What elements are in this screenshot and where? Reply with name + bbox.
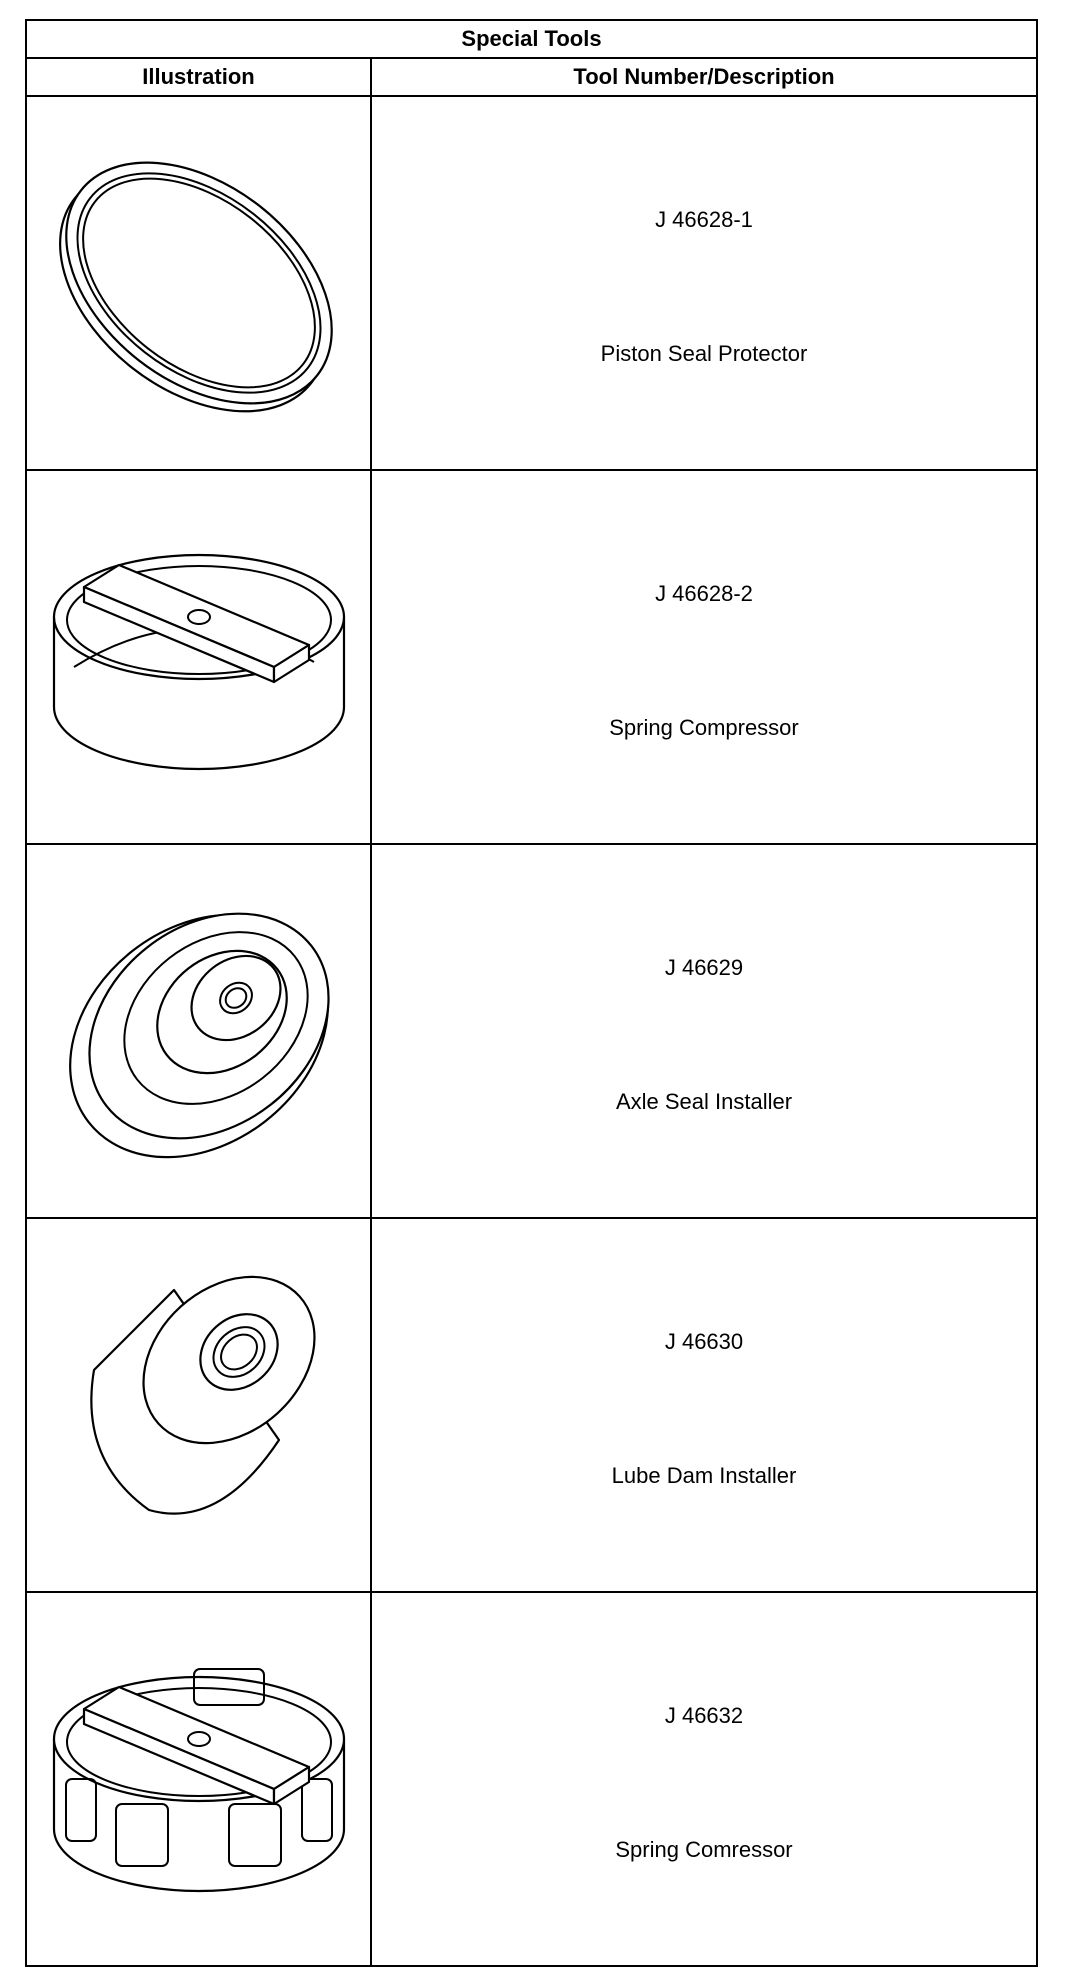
tool-description: Lube Dam Installer [611,1463,797,1488]
special-tools-table: Special Tools Illustration Tool Number/D… [25,19,1038,1967]
table-row: J 46628-1 Piston Seal Protector [25,95,1038,471]
description-cell: J 46630 Lube Dam Installer [370,1217,1038,1593]
illustration-cell [25,1217,372,1593]
tool-number: J 46628-2 [655,581,753,606]
tool-description: Axle Seal Installer [615,1089,793,1114]
tool-number: J 46632 [664,1703,744,1728]
spring-comressor-icon [52,1668,345,1893]
tool-description: Spring Compressor [609,715,799,740]
piston-seal-protector-icon [58,161,333,413]
tool-number: J 46629 [664,955,744,980]
description-cell: J 46632 Spring Comressor [370,1591,1038,1967]
description-cell: J 46628-2 Spring Compressor [370,469,1038,845]
illustration-cell [25,843,372,1219]
tool-description: Piston Seal Protector [600,341,808,366]
table-row: J 46628-2 Spring Compressor [25,469,1038,845]
table-row: J 46629 Axle Seal Installer [25,843,1038,1219]
lube-dam-installer-icon [89,1275,316,1515]
tool-number: J 46630 [664,1329,744,1354]
tool-description: Spring Comressor [615,1837,793,1862]
table-row: J 46630 Lube Dam Installer [25,1217,1038,1593]
illustration-cell [25,1591,372,1967]
illustration-cell [25,95,372,471]
axle-seal-installer-icon [68,912,330,1159]
column-header-illustration: Illustration [25,57,372,97]
tool-number: J 46628-1 [655,207,753,232]
spring-compressor-icon [52,553,345,771]
table-row: J 46632 Spring Comressor [25,1591,1038,1967]
illustration-cell [25,469,372,845]
column-header-tool: Tool Number/Description [370,57,1038,97]
table-title: Special Tools [25,19,1038,59]
description-cell: J 46628-1 Piston Seal Protector [370,95,1038,471]
description-cell: J 46629 Axle Seal Installer [370,843,1038,1219]
